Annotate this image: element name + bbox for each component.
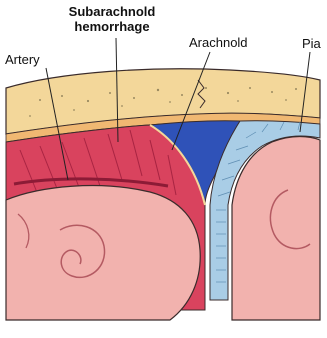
brain-gyrus-left (6, 186, 200, 320)
brain-gyrus-right (232, 137, 320, 321)
label-artery: Artery (5, 52, 40, 67)
label-arachnoid: Arachnold (189, 35, 248, 50)
label-subarachnoid-line2: hemorrhage (58, 19, 166, 34)
label-pia: Pia (302, 36, 321, 51)
label-subarachnoid-hemorrhage: Subarachnold hemorrhage (58, 4, 166, 34)
label-subarachnoid-line1: Subarachnold (58, 4, 166, 19)
